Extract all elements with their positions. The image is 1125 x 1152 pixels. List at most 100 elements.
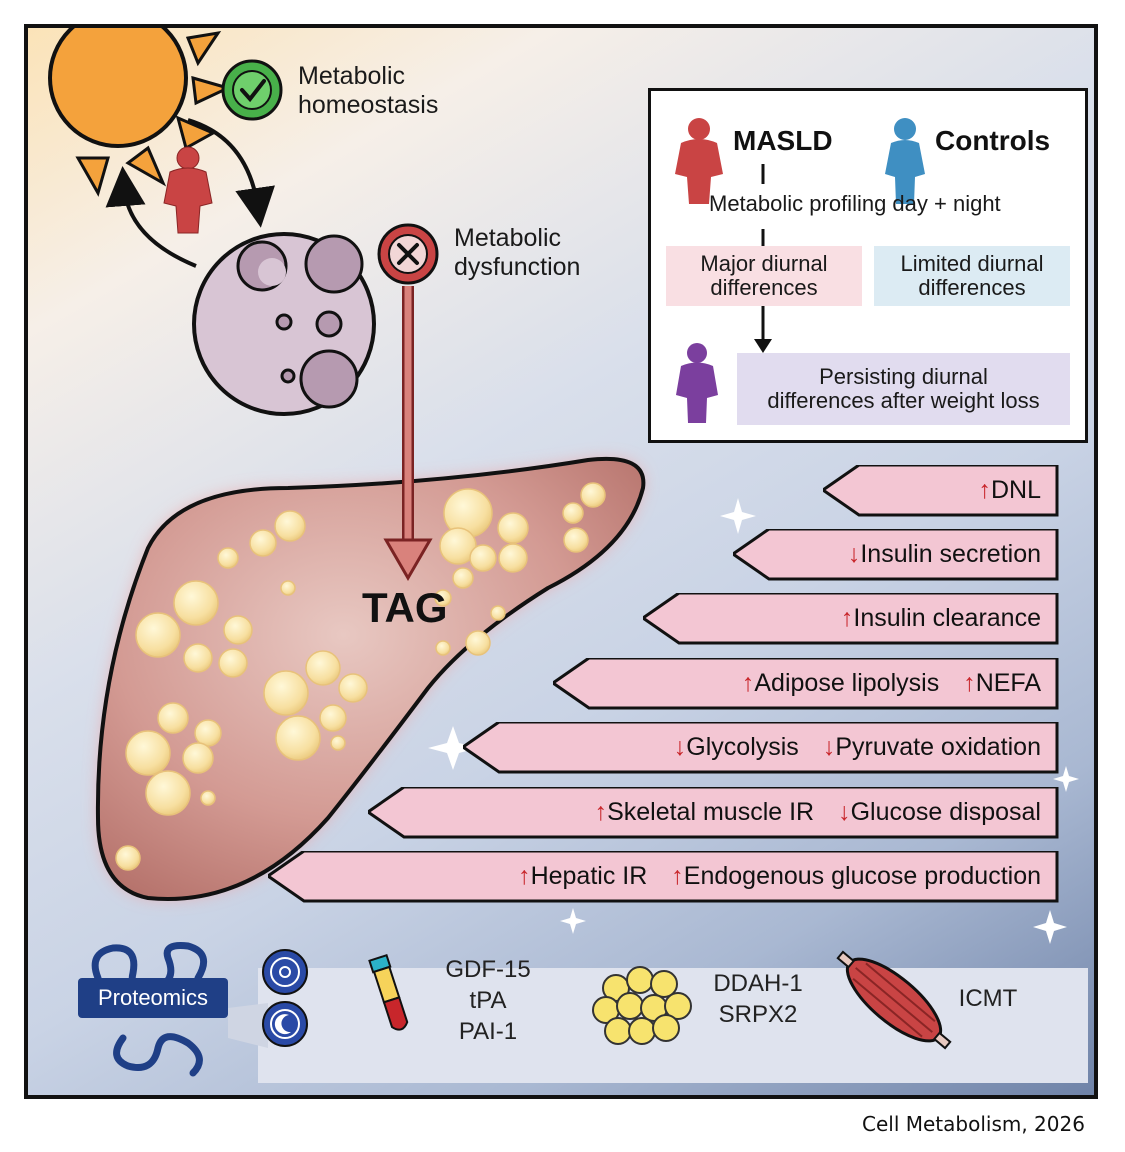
down-arrow-icon: ↓ (838, 797, 851, 826)
finding-label: ↑DNL (978, 465, 1041, 515)
finding-label: ↑Hepatic IR↑Endogenous glucose productio… (518, 851, 1041, 901)
finding-item: ↑Adipose lipolysis (742, 669, 939, 698)
marker-ddah1: DDAH-1 (713, 970, 803, 997)
down-arrow-icon: ↓ (822, 732, 836, 761)
proteomics-graphics (91, 942, 952, 1077)
adipose-icon (592, 966, 692, 1045)
finding-pill: ↑DNL (823, 465, 1059, 517)
up-arrow-icon: ↑ (594, 797, 608, 826)
finding-text: Hepatic IR (530, 861, 648, 890)
liver-cell-icon (192, 232, 376, 416)
finding-pill: ↑Skeletal muscle IR ↓Glucose disposal (368, 787, 1059, 839)
up-arrow-icon: ↑ (741, 668, 755, 697)
finding-text: Insulin clearance (853, 603, 1041, 632)
lipid-droplets (115, 482, 606, 871)
finding-arrow-shape (733, 529, 1059, 581)
finding-item: ↑Insulin clearance (841, 604, 1041, 633)
finding-text: Glycolysis (686, 732, 799, 761)
finding-pill: ↑Hepatic IR↑Endogenous glucose productio… (268, 851, 1059, 903)
proteomics-label: Proteomics (97, 985, 209, 1010)
marker-tpa: tPA (469, 987, 507, 1014)
finding-text: Insulin secretion (860, 539, 1041, 568)
marker-icmt: ICMT (958, 985, 1018, 1012)
finding-text: Endogenous glucose production (683, 861, 1041, 890)
limited-line2: differences (918, 275, 1026, 300)
moon-night-icon (262, 1001, 308, 1047)
finding-arrow-shape (823, 465, 1059, 517)
finding-item: ↑NEFA (963, 669, 1041, 698)
up-arrow-icon: ↑ (671, 861, 684, 890)
finding-label: ↓Glycolysis↓Pyruvate oxidation (674, 722, 1041, 772)
finding-label: ↑Adipose lipolysis↑NEFA (742, 658, 1041, 708)
adipose-markers: DDAH-1 SRPX2 (698, 968, 818, 1030)
tag-arrow-head (383, 538, 433, 581)
dysfunction-line1: Metabolic (454, 224, 561, 252)
finding-item: ↓Glycolysis (674, 733, 799, 762)
down-arrow-icon: ↓ (847, 539, 861, 568)
finding-item: ↑DNL (978, 476, 1041, 505)
finding-text: Adipose lipolysis (754, 668, 940, 697)
persisting-line2: differences after weight loss (767, 388, 1040, 413)
person-icon (163, 146, 213, 234)
sun-day-icon (262, 949, 308, 995)
major-line2: differences (710, 275, 818, 300)
finding-arrow-shape (368, 787, 1059, 839)
control-person-icon (885, 118, 925, 204)
homeostasis-line2: homeostasis (298, 91, 439, 119)
dysfunction-line2: dysfunction (454, 253, 581, 281)
proteomics-badge: Proteomics (78, 978, 228, 1018)
marker-pai1: PAI-1 (458, 1018, 518, 1045)
down-arrow-icon: ↓ (673, 732, 687, 761)
dysfunction-label: Metabolic dysfunction (454, 224, 580, 282)
blood-tube-icon (368, 953, 409, 1031)
finding-pill: ↑Insulin clearance (643, 593, 1059, 645)
finding-item: ↑Skeletal muscle IR (595, 798, 815, 827)
group-masld: MASLD (733, 125, 833, 156)
study-design-box: MASLD Controls Metabolic profiling day +… (648, 88, 1088, 443)
up-arrow-icon: ↑ (518, 861, 531, 890)
finding-arrow-shape (553, 658, 1059, 710)
group-controls: Controls (935, 125, 1051, 156)
finding-item: ↑Hepatic IR (518, 862, 647, 891)
finding-item: ↑Endogenous glucose production (671, 862, 1041, 891)
profiling-label: Metabolic profiling day + night (709, 191, 1001, 216)
marker-srpx2: SRPX2 (718, 1001, 798, 1028)
persisting-line1: Persisting diurnal (819, 364, 988, 389)
finding-item: ↓Pyruvate oxidation (823, 733, 1041, 762)
homeostasis-line1: Metabolic (298, 62, 405, 90)
finding-text: Glucose disposal (850, 797, 1041, 826)
finding-label: ↓Insulin secretion (848, 529, 1041, 579)
study-box-graphics (675, 118, 925, 423)
tag-label: TAG (362, 584, 448, 631)
finding-pill: ↓Glycolysis↓Pyruvate oxidation (463, 722, 1059, 774)
limited-line1: Limited diurnal (900, 251, 1044, 276)
cycle-arrow-up (105, 166, 197, 268)
finding-label: ↑Skeletal muscle IR ↓Glucose disposal (595, 787, 1041, 837)
marker-gdf15: GDF-15 (445, 956, 531, 983)
sun-icon (48, 28, 233, 197)
finding-item: ↓Glucose disposal (838, 798, 1041, 827)
finding-arrow-shape (463, 722, 1059, 774)
blood-markers: GDF-15 tPA PAI-1 (428, 954, 548, 1047)
finding-item: ↓Insulin secretion (848, 540, 1041, 569)
finding-arrow-shape (643, 593, 1059, 645)
cycle-arrow-down (187, 118, 275, 228)
finding-label: ↑Insulin clearance (841, 593, 1041, 643)
muscle-icon (836, 950, 952, 1050)
finding-pill: ↑Adipose lipolysis↑NEFA (553, 658, 1059, 710)
finding-text: NEFA (975, 668, 1041, 697)
finding-text: Skeletal muscle IR (607, 797, 815, 826)
finding-arrow-shape (268, 851, 1059, 903)
major-line1: Major diurnal (700, 251, 828, 276)
weight-loss-person-icon (676, 343, 718, 423)
finding-text: DNL (990, 475, 1041, 504)
up-arrow-icon: ↑ (963, 668, 976, 697)
illustration-layer (48, 28, 1084, 1082)
figure-frame: Metabolic homeostasis Metabolic dysfunct… (24, 24, 1098, 1099)
up-arrow-icon: ↑ (840, 603, 854, 632)
homeostasis-label: Metabolic homeostasis (298, 62, 438, 120)
